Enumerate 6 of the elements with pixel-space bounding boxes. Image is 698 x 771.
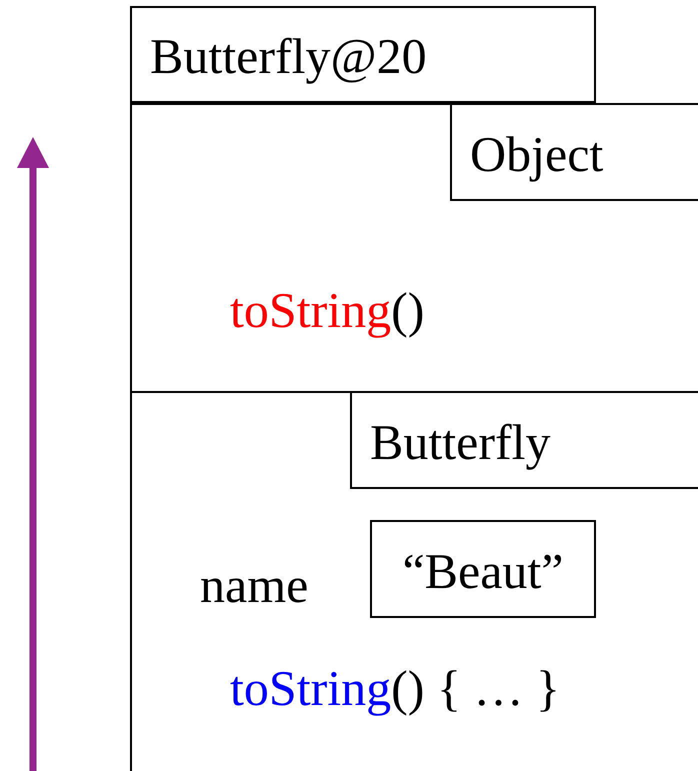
class-name-label: Butterfly (350, 391, 698, 489)
object-box (130, 8, 698, 771)
field-value-text: “Beaut” (401, 546, 564, 596)
field-name-text: name (200, 560, 308, 610)
class-name-label: Object (450, 103, 698, 201)
object-name-label: Butterfly@20 (130, 6, 596, 103)
